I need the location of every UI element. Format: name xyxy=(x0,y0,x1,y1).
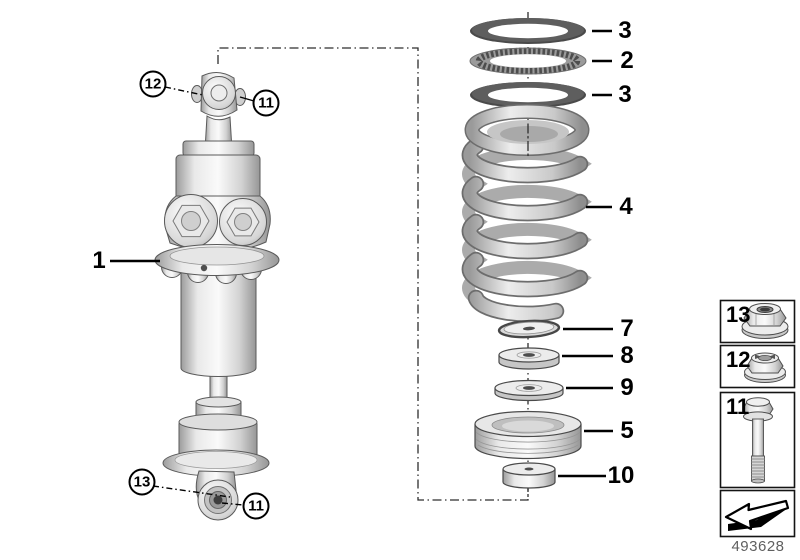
callout-11-upper[interactable]: 11 xyxy=(252,89,280,117)
callout-12[interactable]: 12 xyxy=(139,70,167,98)
washer-8-drawing xyxy=(498,347,560,370)
callout-10[interactable]: 10 xyxy=(607,462,635,489)
ring-washer-upper-drawing xyxy=(470,18,586,44)
flange-bolt-icon xyxy=(742,397,774,484)
shock-absorber-drawing xyxy=(154,72,280,521)
diagram-number: 493628 xyxy=(731,538,785,555)
spring-pad-drawing xyxy=(474,410,582,460)
callout-13[interactable]: 13 xyxy=(128,468,156,496)
callout-2[interactable]: 2 xyxy=(620,47,634,74)
callout-1[interactable]: 1 xyxy=(92,247,106,274)
callout-5[interactable]: 5 xyxy=(620,417,634,444)
callout-4[interactable]: 4 xyxy=(619,193,633,220)
callout-11-lower[interactable]: 11 xyxy=(242,492,270,520)
self-locking-flange-nut-icon xyxy=(744,352,786,383)
flange-nut-icon xyxy=(741,303,789,339)
callout-8[interactable]: 8 xyxy=(620,342,634,369)
coil-spring-drawing xyxy=(461,104,592,323)
callout-7[interactable]: 7 xyxy=(620,315,634,342)
callout-3-upper[interactable]: 3 xyxy=(618,17,632,44)
direction-arrow-icon xyxy=(724,499,790,531)
ring-washer-lower-drawing xyxy=(470,82,586,108)
thrust-bearing-drawing xyxy=(469,47,587,75)
leader-lines xyxy=(110,29,613,506)
callout-3-lower[interactable]: 3 xyxy=(618,81,632,108)
spacer-drawing xyxy=(502,462,556,489)
washer-9-drawing xyxy=(494,379,564,402)
legend-label-13[interactable]: 13 xyxy=(726,302,751,327)
washer-7-drawing xyxy=(497,319,561,339)
legend-label-12[interactable]: 12 xyxy=(726,347,751,372)
callout-9[interactable]: 9 xyxy=(620,374,634,401)
legend-label-11[interactable]: 11 xyxy=(726,394,750,419)
